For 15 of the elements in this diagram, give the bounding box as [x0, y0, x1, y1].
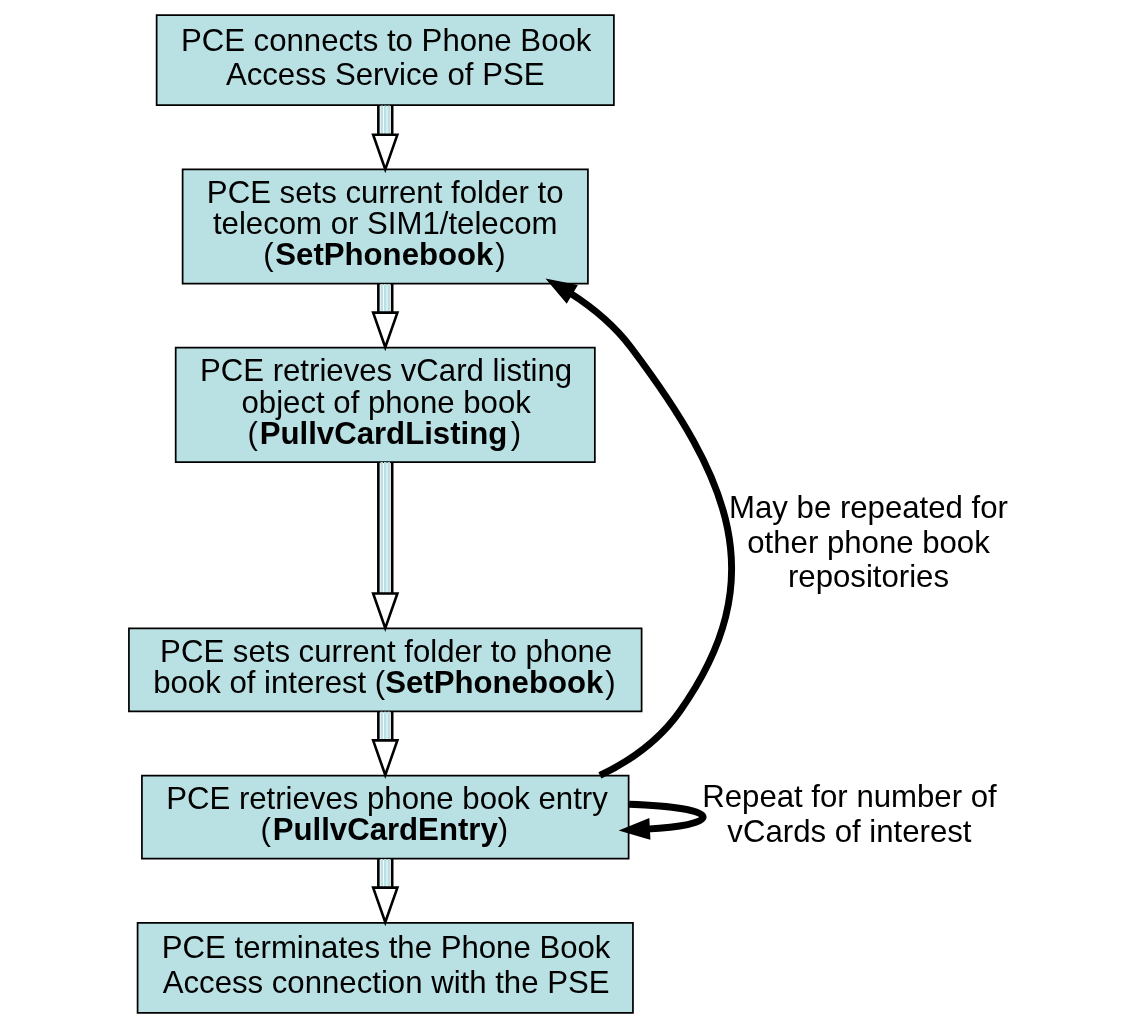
node-box: PCE sets current folder to telecom or SIM1/telecom (SetPhonebook) [181, 168, 589, 285]
edge-label: May be repeated for other phone book repositories [728, 490, 1008, 595]
arrow [370, 284, 399, 352]
arrow [370, 105, 399, 174]
node-box: PCE terminates the Phone Book Access connection with the PSE [136, 921, 634, 1014]
arrow [618, 800, 707, 840]
arrow [370, 859, 399, 927]
arrow [544, 278, 735, 779]
node-box: PCE connects to Phone Book Access Service of PSE [155, 14, 615, 107]
node-box: PCE sets current folder to phone book of interest (SetPhonebook) [127, 627, 642, 713]
arrow [370, 462, 399, 633]
arrow [370, 711, 399, 779]
node-box: PCE retrieves vCard listing object of phone book (PullvCardListing) [174, 346, 596, 463]
node-box: PCE retrieves phone book entry (PullvCardEntry) [140, 774, 629, 860]
edge-label: Repeat for number of vCards of interest [701, 779, 997, 850]
